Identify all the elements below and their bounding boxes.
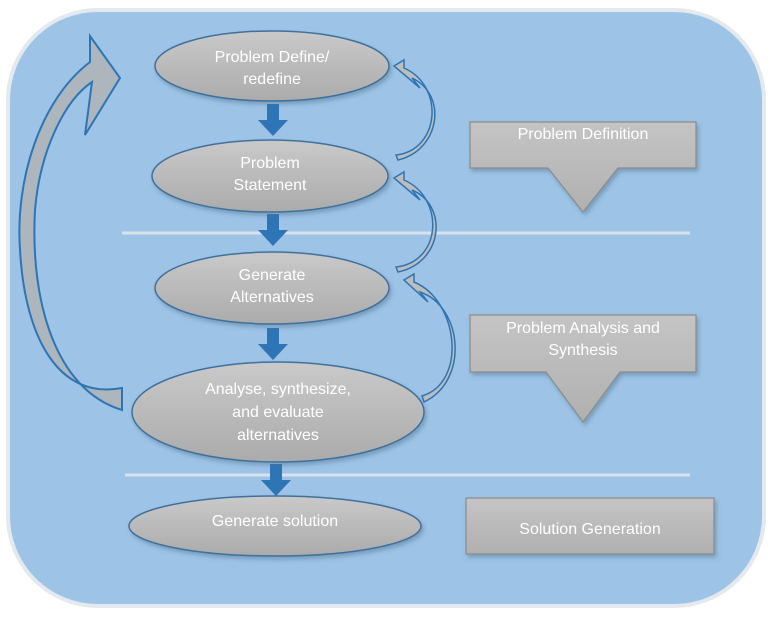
phase-solution-generation-label: Solution Generation (519, 521, 660, 538)
curved-arrow-icon (392, 58, 436, 161)
phase-problem-definition (469, 121, 697, 213)
node-generate-alternatives-line2: Alternatives (230, 289, 314, 306)
node-analyse-line2: and evaluate (232, 404, 324, 421)
node-problem-statement-line2: Statement (234, 177, 307, 194)
phase-problem-analysis (469, 314, 697, 424)
node-analyse-line3: alternatives (237, 427, 319, 444)
phase-problem-definition-label: Problem Definition (518, 126, 649, 143)
curved-arrow-icon (402, 272, 456, 404)
big-curved-arrow-icon (18, 32, 123, 412)
node-generate-solution (128, 495, 422, 557)
phase-solution-generation (465, 497, 715, 555)
node-problem-define (154, 30, 390, 102)
node-problem-statement (151, 139, 389, 213)
phase-problem-analysis-line1: Problem Analysis and (506, 320, 660, 337)
arrow-down-icon (261, 464, 291, 496)
node-analyse-line1: Analyse, synthesize, (205, 381, 351, 398)
node-generate-alternatives-line1: Generate (239, 267, 306, 284)
node-generate-solution-label: Generate solution (212, 513, 338, 530)
node-analyse-synthesize (131, 361, 425, 463)
node-problem-define-line1: Problem Define/ (215, 49, 330, 66)
curved-arrow-icon (392, 170, 437, 273)
arrow-down-icon (258, 104, 288, 136)
node-problem-define-line2: redefine (243, 71, 301, 88)
arrow-down-icon (258, 214, 288, 246)
phase-problem-analysis-line2: Synthesis (548, 342, 617, 359)
arrow-down-icon (258, 328, 288, 360)
node-problem-statement-line1: Problem (240, 155, 300, 172)
node-generate-alternatives (154, 251, 390, 325)
